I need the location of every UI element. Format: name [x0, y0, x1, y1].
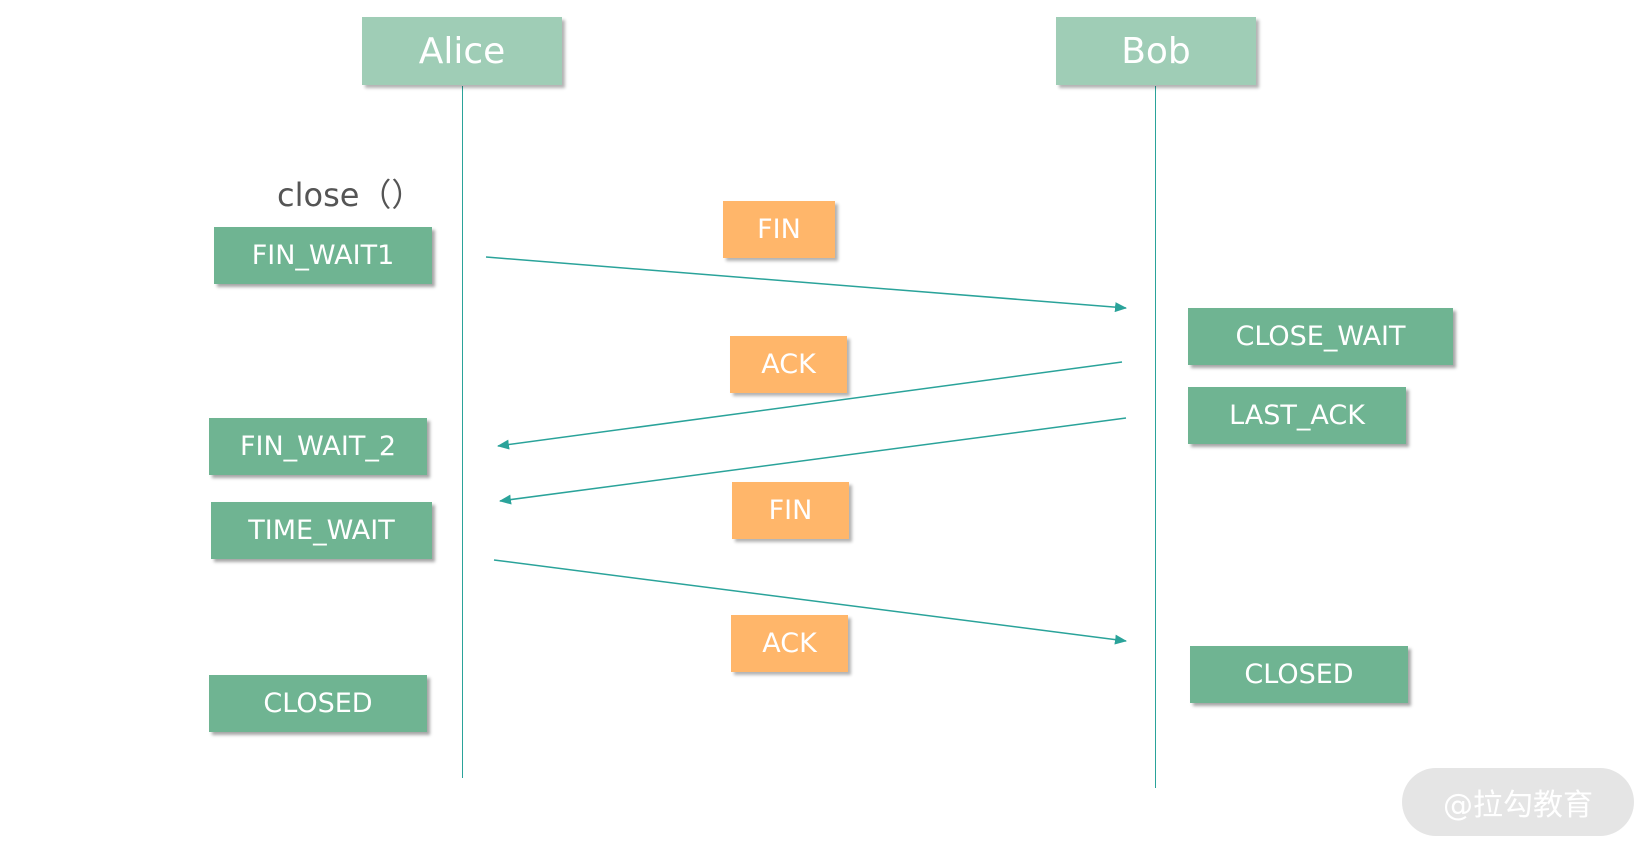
arrow-fin-alice-to-bob [485, 256, 1127, 313]
bob-state-close-wait: CLOSE_WAIT [1188, 308, 1453, 365]
bob-lifeline [1155, 86, 1156, 788]
arrow-ack-bob-to-alice [497, 361, 1123, 450]
arrow-ack-alice-to-bob [493, 559, 1127, 645]
bob-state-closed: CLOSED [1190, 646, 1408, 703]
participant-bob: Bob [1056, 17, 1256, 85]
participant-alice: Alice [362, 17, 562, 85]
close-call-label: close（） [277, 176, 424, 214]
arrow-fin-bob-to-alice [499, 417, 1127, 505]
bob-state-last-ack: LAST_ACK [1188, 387, 1406, 444]
alice-state-fin-wait-2: FIN_WAIT_2 [209, 418, 427, 475]
message-fin-1: FIN [723, 201, 835, 258]
message-ack-1: ACK [730, 336, 847, 393]
alice-state-fin-wait1: FIN_WAIT1 [214, 227, 432, 284]
alice-lifeline [462, 86, 463, 778]
message-ack-2: ACK [731, 615, 848, 672]
watermark-logo: @拉勾教育 [1402, 768, 1634, 836]
alice-state-time-wait: TIME_WAIT [211, 502, 432, 559]
alice-state-closed: CLOSED [209, 675, 427, 732]
message-fin-2: FIN [732, 482, 849, 539]
